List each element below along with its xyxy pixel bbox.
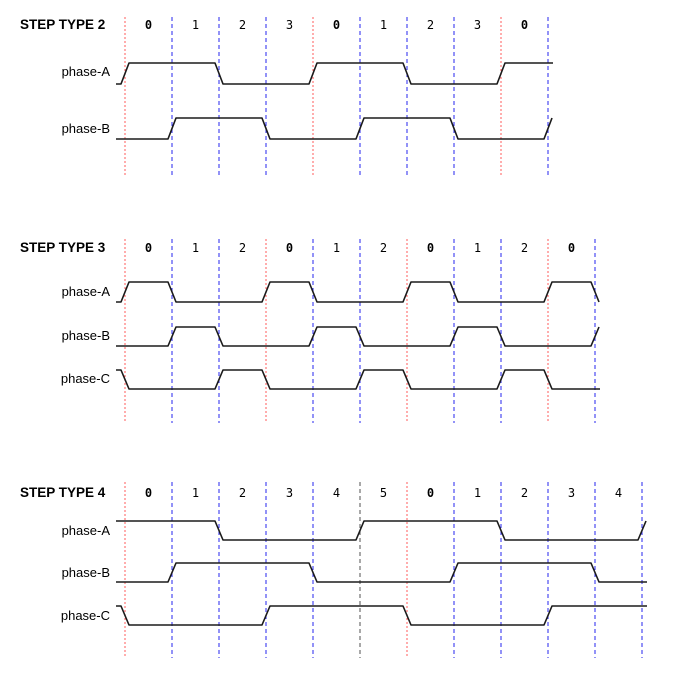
- step-label: 0: [145, 241, 152, 255]
- step-label: 0: [286, 241, 293, 255]
- phase-A-label: phase-A: [62, 284, 111, 299]
- step-label: 1: [192, 241, 199, 255]
- step-label: 0: [333, 18, 340, 32]
- step-label: 1: [474, 241, 481, 255]
- step-label: 3: [286, 486, 293, 500]
- step-label: 4: [333, 486, 340, 500]
- step-label: 2: [427, 18, 434, 32]
- phase-B-waveform: [116, 117, 553, 140]
- phase-B-label: phase-B: [62, 328, 110, 343]
- phase-C-label: phase-C: [61, 608, 110, 623]
- step-label: 0: [145, 18, 152, 32]
- step-label: 2: [239, 18, 246, 32]
- step-label: 0: [521, 18, 528, 32]
- step-label: 3: [568, 486, 575, 500]
- section-title-0: STEP TYPE 2: [20, 17, 105, 32]
- phase-B-label: phase-B: [62, 565, 110, 580]
- phase-C-waveform: [116, 369, 600, 390]
- phase-B-waveform: [116, 562, 647, 583]
- step-label: 2: [239, 241, 246, 255]
- step-label: 5: [380, 486, 387, 500]
- phase-A-waveform: [116, 520, 647, 541]
- section-title-2: STEP TYPE 4: [20, 485, 106, 500]
- step-label: 4: [615, 486, 622, 500]
- step-label: 1: [333, 241, 340, 255]
- step-label: 2: [239, 486, 246, 500]
- step-label: 2: [521, 486, 528, 500]
- step-label: 2: [521, 241, 528, 255]
- phase-C-label: phase-C: [61, 371, 110, 386]
- phase-B-label: phase-B: [62, 121, 110, 136]
- step-label: 3: [286, 18, 293, 32]
- phase-A-label: phase-A: [62, 523, 111, 538]
- step-label: 0: [568, 241, 575, 255]
- phase-A-label: phase-A: [62, 64, 111, 79]
- step-label: 2: [380, 241, 387, 255]
- step-label: 1: [192, 18, 199, 32]
- phase-A-waveform: [116, 62, 553, 85]
- section-title-1: STEP TYPE 3: [20, 240, 106, 255]
- step-label: 1: [380, 18, 387, 32]
- step-label: 0: [145, 486, 152, 500]
- step-label: 1: [474, 486, 481, 500]
- step-label: 0: [427, 486, 434, 500]
- step-label: 0: [427, 241, 434, 255]
- phase-B-waveform: [116, 326, 600, 347]
- step-label: 3: [474, 18, 481, 32]
- phase-C-waveform: [116, 605, 647, 626]
- phase-A-waveform: [116, 281, 600, 303]
- step-label: 1: [192, 486, 199, 500]
